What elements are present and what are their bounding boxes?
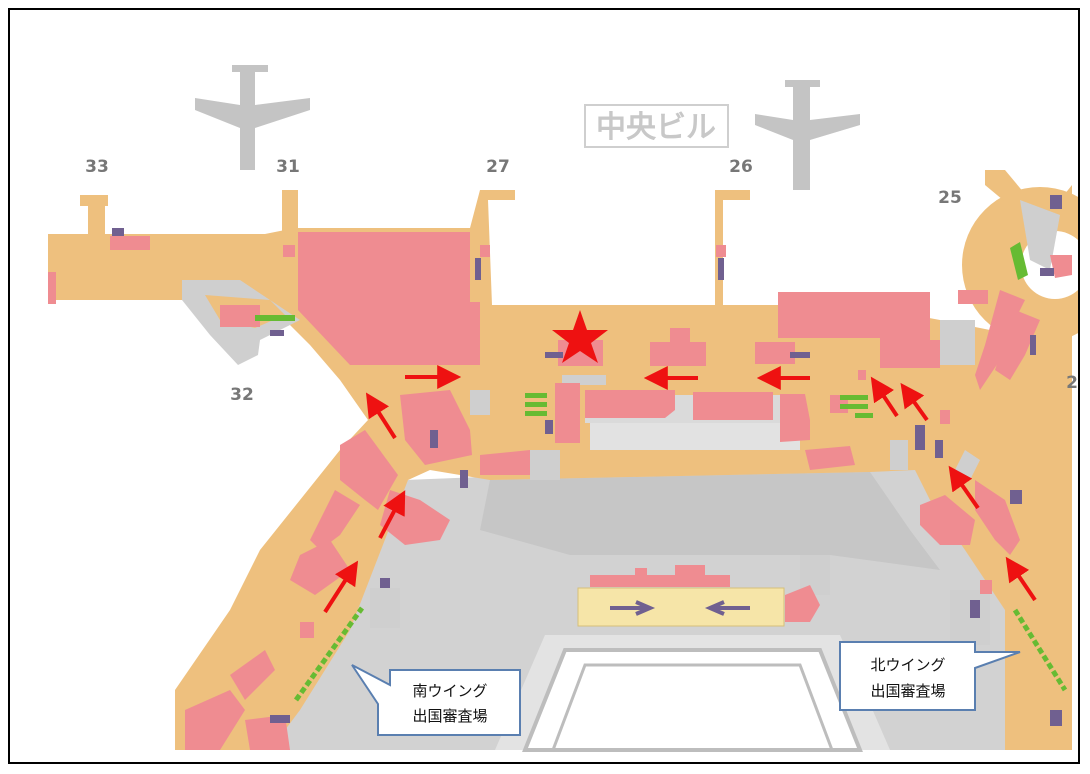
airplane-icon bbox=[755, 80, 860, 190]
gate-27-label: 27 bbox=[486, 157, 510, 177]
callout-north-wing: 北ウイング 出国審査場 bbox=[839, 641, 1021, 711]
star-icon bbox=[552, 310, 608, 363]
building-label: 中央ビル bbox=[596, 110, 716, 145]
counters bbox=[112, 195, 1062, 726]
map-canvas: 中央ビル 33 31 27 26 25 32 2 南ウイング 出国審査場 北ウイ… bbox=[48, 65, 1078, 752]
shops bbox=[48, 232, 1072, 750]
route-arrow bbox=[378, 490, 406, 539]
callout-north-line1: 北ウイング bbox=[870, 656, 945, 674]
gate-25-label: 25 bbox=[938, 188, 962, 208]
building-label-box: 中央ビル bbox=[584, 104, 729, 148]
callout-south-wing: 南ウイング 出国審査場 bbox=[351, 664, 521, 736]
gate-partial-label: 2 bbox=[1066, 373, 1078, 393]
departure-counter bbox=[577, 587, 785, 627]
airplane-icon bbox=[195, 65, 310, 170]
route-arrow bbox=[1005, 556, 1037, 602]
gate-31-label: 31 bbox=[276, 157, 300, 177]
gate-labels: 33 31 27 26 25 32 2 bbox=[85, 157, 1078, 405]
route-arrows bbox=[323, 365, 1037, 614]
terminal-map: 中央ビル 33 31 27 26 25 32 2 南ウイング 出国審査場 北ウイ… bbox=[8, 8, 1080, 764]
route-arrow bbox=[323, 560, 359, 614]
gate-32-label: 32 bbox=[230, 385, 254, 405]
callout-north-line2: 出国審査場 bbox=[870, 682, 945, 700]
route-arrow bbox=[948, 465, 980, 510]
callout-south-line1: 南ウイング bbox=[412, 682, 487, 700]
gate-26-label: 26 bbox=[729, 157, 753, 177]
route-arrow bbox=[870, 376, 899, 418]
green-benches bbox=[255, 242, 1068, 702]
gate-33-label: 33 bbox=[85, 157, 109, 177]
callout-south-line2: 出国審査場 bbox=[412, 707, 487, 725]
route-arrow bbox=[900, 382, 929, 422]
route-arrow bbox=[365, 392, 397, 440]
